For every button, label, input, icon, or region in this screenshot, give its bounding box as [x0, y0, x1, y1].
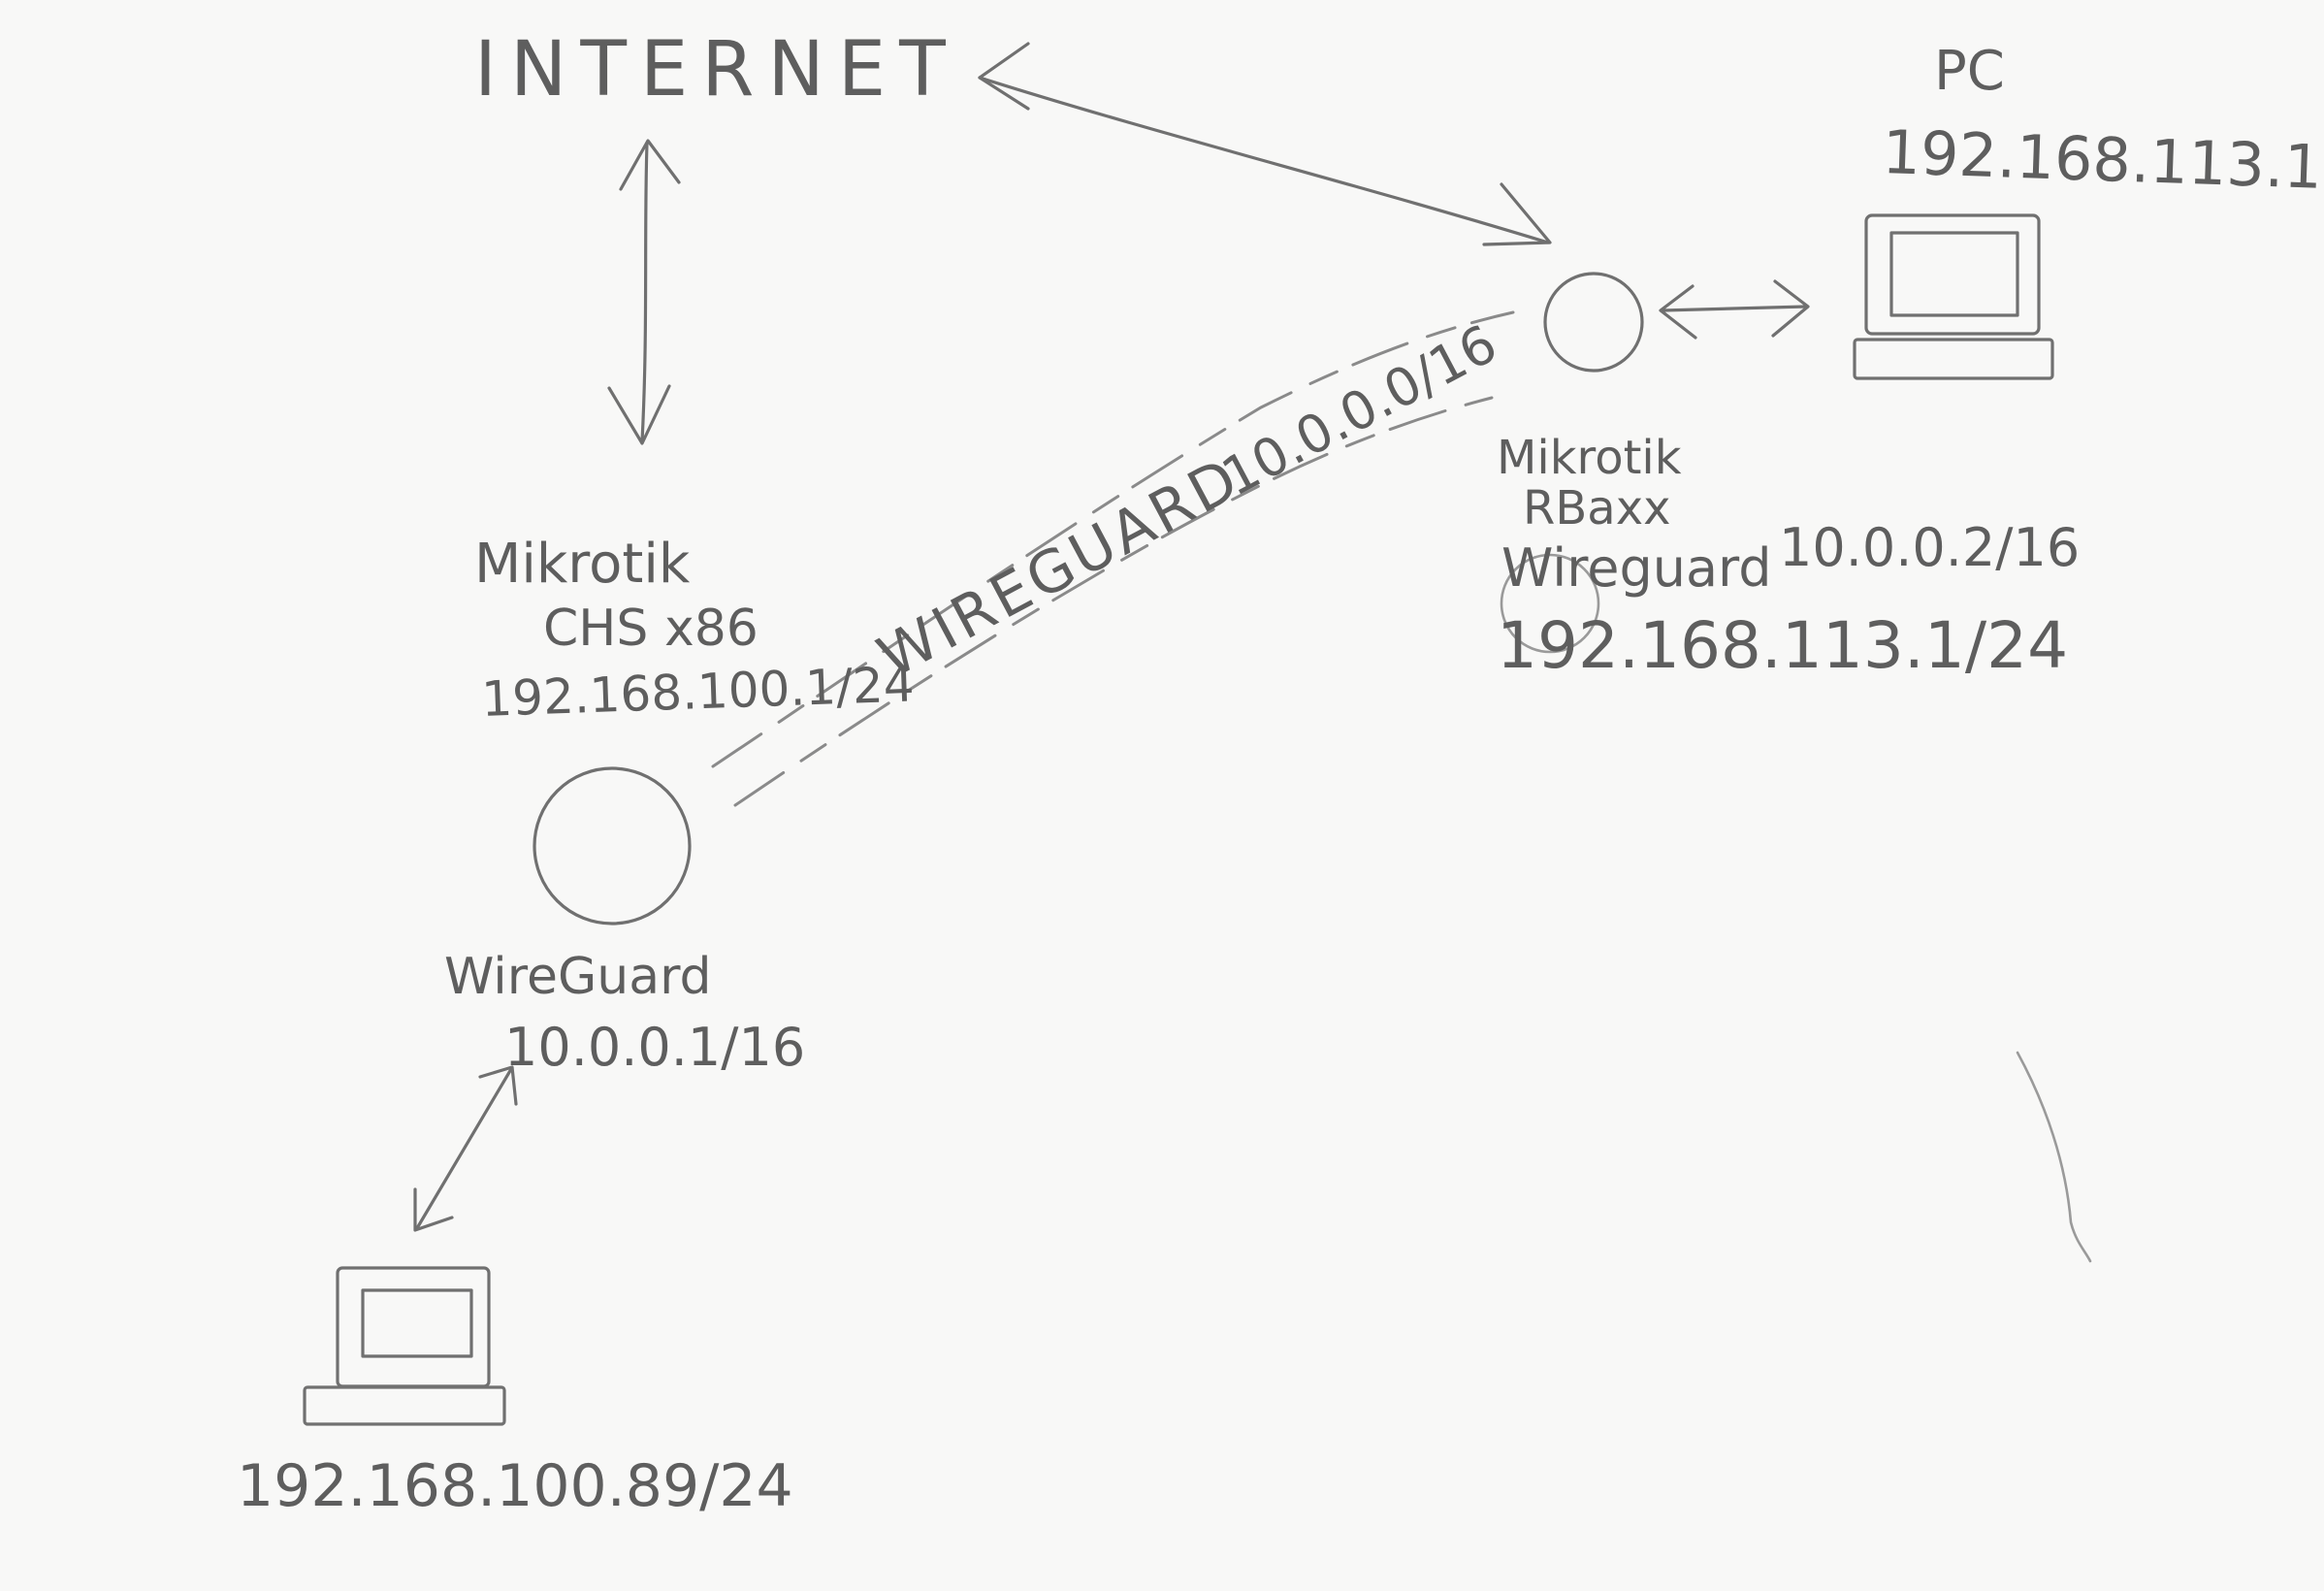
remote-router-pc-arrow — [1659, 279, 1810, 340]
wireguard-tunnel — [711, 310, 1515, 807]
pc-label: PC — [1934, 40, 2005, 103]
main-router-laptop-arrow — [413, 1065, 518, 1232]
main-router-node — [533, 766, 692, 925]
main-router-wg-ip: 10.0.0.1/16 — [504, 1017, 805, 1078]
internet-main-router-arrow — [607, 139, 681, 445]
pc-ip: 192.168.113.10/24 — [1881, 116, 2324, 208]
main-router-wg-label: WireGuard — [444, 948, 712, 1006]
stray-pencil-mark — [2016, 1051, 2092, 1263]
main-router-lan-ip: 192.168.100.1/24 — [480, 656, 915, 728]
remote-router-lan-ip: 192.168.113.1/24 — [1497, 608, 2068, 683]
main-router-model: CHS x86 — [543, 600, 759, 658]
remote-router-model: RBaxx — [1523, 481, 1671, 536]
laptop-ip: 192.168.100.89/24 — [237, 1452, 793, 1520]
remote-wg-marker — [1500, 553, 1600, 654]
remote-router-name: Mikrotik — [1497, 431, 1682, 485]
remote-router-node — [1543, 272, 1644, 373]
main-router-name: Mikrotik — [474, 533, 691, 596]
internet-remote-router-arrow — [978, 42, 1552, 246]
remote-router-wg-ip: 10.0.0.2/16 — [1779, 517, 2080, 578]
remote-router-wg-label: Wireguard — [1501, 537, 1772, 599]
laptop-computer-icon — [303, 1266, 506, 1426]
internet-label: INTERNET — [474, 26, 959, 114]
pc-computer-icon — [1853, 213, 2054, 380]
tunnel-label: WIREGUARD — [867, 444, 1252, 692]
